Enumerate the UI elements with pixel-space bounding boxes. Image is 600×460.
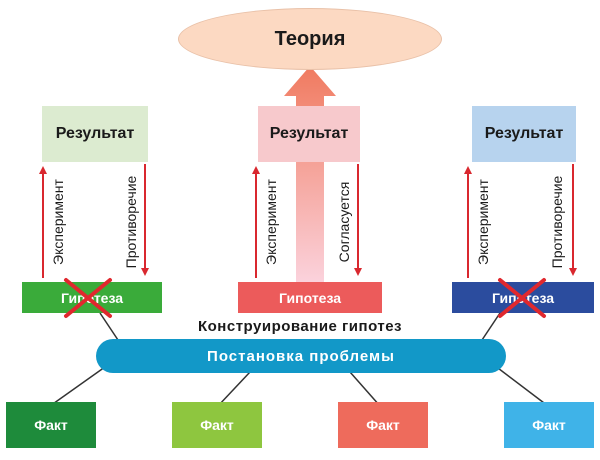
left-contradiction-label: Противоречие: [123, 175, 139, 269]
fact-connector-2: [217, 371, 251, 407]
fact-connector-4: [489, 361, 549, 407]
result-box-right: Результат: [472, 106, 576, 162]
construction-label: Конструирование гипотез: [197, 318, 403, 335]
fact-box-4: Факт: [504, 402, 594, 448]
fact-box-1: Факт: [6, 402, 96, 448]
hypothesis-box-left: Гипотеза: [22, 282, 162, 313]
fact-box-2: Факт: [172, 402, 262, 448]
cross-mark-icon: [498, 278, 546, 318]
hypothesis-box-middle: Гипотеза: [238, 282, 382, 313]
result-box-left: Результат: [42, 106, 148, 162]
fact-box-3: Факт: [338, 402, 428, 448]
middle-agrees-label: Согласуется: [336, 181, 352, 263]
result-box-middle: Результат: [258, 106, 360, 162]
cross-mark-icon: [64, 278, 112, 318]
hyp-connector-1: [99, 312, 121, 344]
theory-node: Теория: [178, 8, 442, 70]
left-experiment-label: Эксперимент: [50, 179, 66, 265]
hyp-connector-3: [479, 312, 501, 344]
big-up-arrow: [284, 66, 336, 282]
fact-connector-3: [349, 371, 381, 407]
middle-experiment-label: Эксперимент: [263, 179, 279, 265]
right-contradiction-label: Противоречие: [549, 175, 565, 269]
problem-bar: Постановка проблемы: [96, 339, 506, 373]
right-experiment-label: Эксперимент: [475, 179, 491, 265]
